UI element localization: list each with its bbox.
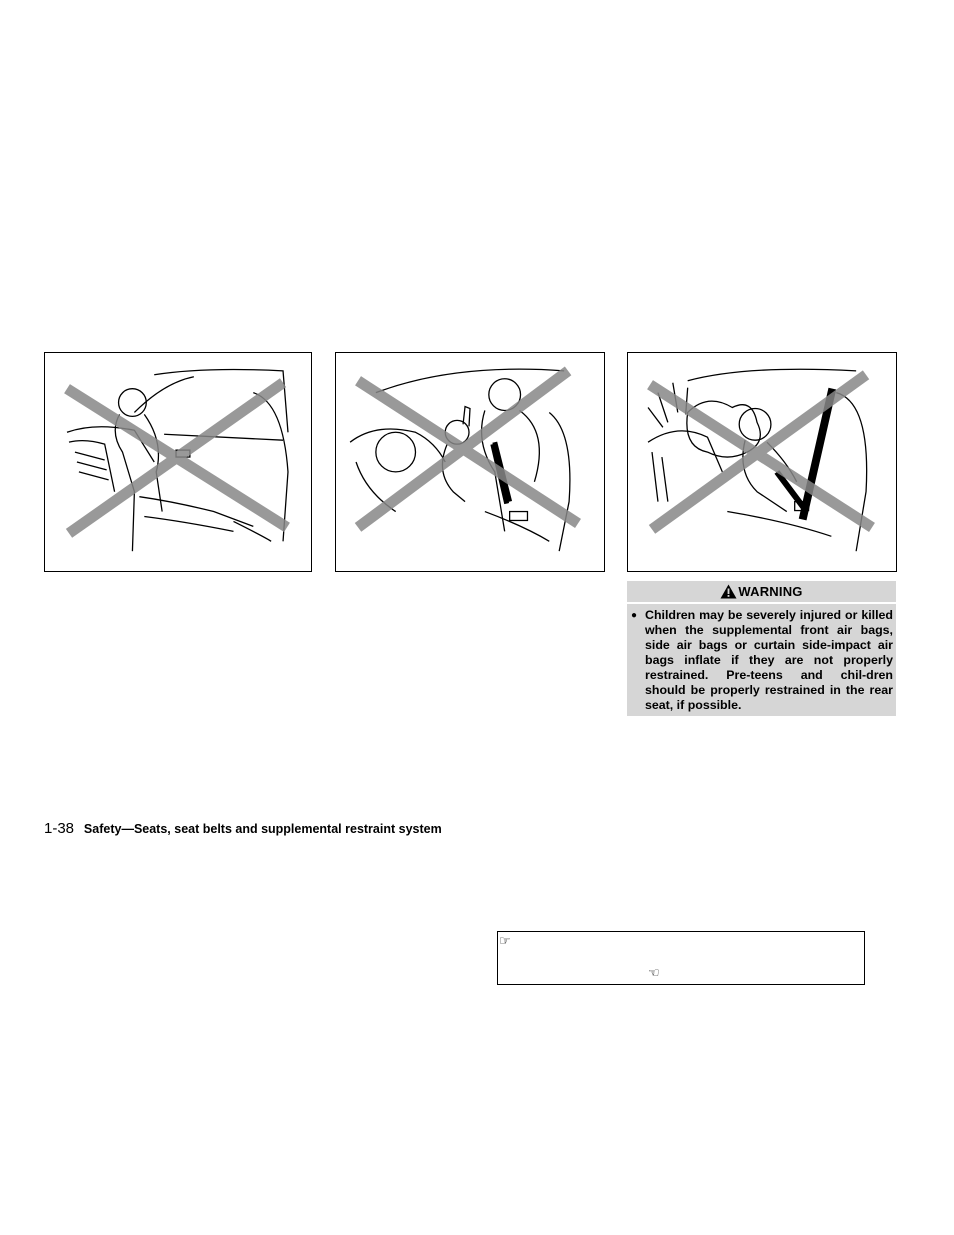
page-number: 1-38: [44, 820, 75, 837]
warning-triangle-icon: [720, 584, 737, 599]
warning-header: WARNING: [627, 581, 896, 604]
illustration-figure-1: [64, 368, 290, 552]
pointing-hand-right-icon: ☞: [499, 933, 511, 948]
figure-adult-child-front-seat: [44, 352, 312, 572]
figure-child-on-lap: [335, 352, 605, 572]
pointing-hand-left-icon: ☜: [648, 965, 660, 980]
section-title: Safety—Seats, seat belts and supplementa…: [83, 822, 442, 836]
figure-child-airbag: [627, 352, 897, 572]
reference-box: ☞ ☜: [497, 931, 865, 985]
warning-title: WARNING: [738, 584, 803, 599]
bullet: ●: [631, 610, 638, 621]
page-footer: 1-38 Safety—Seats, seat belts and supple…: [44, 820, 442, 837]
warning-box: WARNING ● Children may be severely injur…: [627, 581, 896, 716]
illustration-figure-3: [647, 368, 875, 552]
warning-text: Children may be severely injured or kill…: [645, 608, 893, 712]
illustration-figure-2: [349, 366, 581, 552]
warning-item: ● Children may be severely injured or ki…: [627, 604, 896, 716]
